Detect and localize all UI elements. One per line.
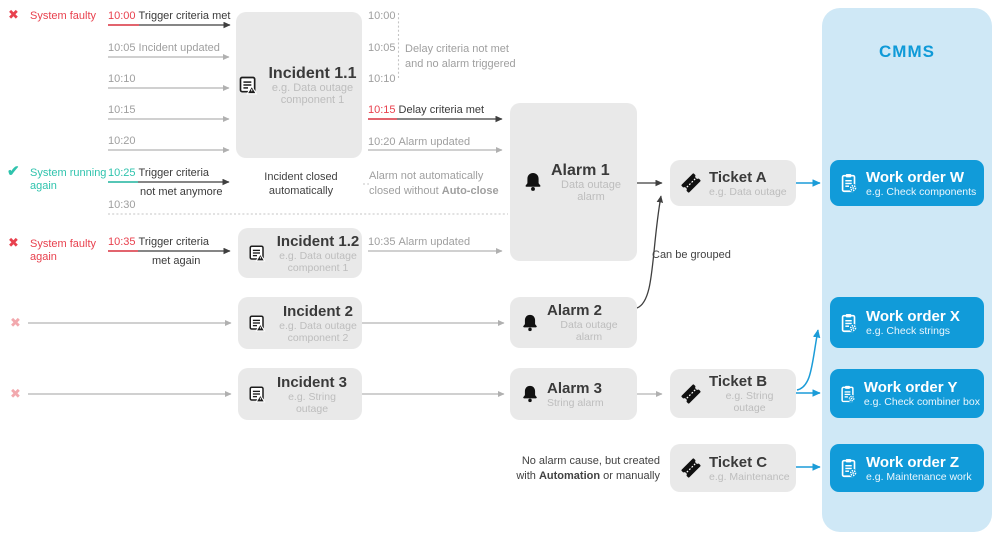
no-autoclose-note: Alarm not automatically closed without A…	[369, 169, 512, 199]
can-be-grouped-note: Can be grouped	[652, 249, 731, 261]
x-icon: ✖	[8, 235, 19, 250]
incident-icon	[249, 315, 266, 332]
node-subtitle: Data outage alarm	[560, 319, 618, 343]
cmms-title: CMMS	[879, 42, 935, 61]
incident-2-node: Incident 2 e.g. Data outage component 2	[238, 297, 362, 349]
node-subtitle: e.g. Data outage component 1	[271, 81, 354, 106]
node-title: Incident 1.1	[268, 64, 357, 82]
auto-close-bold: Auto-close	[441, 185, 499, 197]
work-order-z-node: Work order Z e.g. Maintenance work	[830, 444, 984, 492]
status-system-faulty-again: System faulty again	[30, 238, 97, 263]
clipboard-gear-icon	[841, 385, 856, 402]
timeline-entry: 10:15	[108, 104, 136, 116]
incident-icon	[239, 76, 257, 95]
delay-note: Delay criteria not met and no alarm trig…	[405, 43, 516, 70]
status-system-faulty: System faulty	[30, 10, 97, 22]
x-icon-faded: ✖	[10, 315, 21, 330]
node-title: Incident 3	[276, 373, 347, 391]
ticket-icon	[681, 383, 701, 404]
node-title: Ticket A	[709, 168, 767, 186]
node-subtitle: e.g. String outage	[725, 390, 774, 414]
work-order-x-node: Work order X e.g. Check strings	[830, 297, 984, 348]
node-title: Ticket C	[709, 453, 768, 471]
node-subtitle: e.g. Data outage component 1	[279, 249, 357, 274]
node-subtitle: e.g. Maintenance	[709, 470, 790, 483]
node-subtitle: Data outage alarm	[561, 178, 621, 203]
work-order-subtitle: e.g. Check components	[866, 185, 977, 198]
alarm-3-node: Alarm 3 String alarm	[510, 368, 637, 420]
work-order-subtitle: e.g. Maintenance work	[866, 470, 972, 483]
bell-icon	[525, 173, 541, 191]
check-icon: ✔	[7, 163, 20, 180]
x-icon-faded: ✖	[10, 386, 21, 401]
work-order-title: Work order Y	[863, 379, 958, 396]
work-order-title: Work order X	[866, 308, 960, 325]
node-title: Alarm 1	[551, 161, 610, 179]
x-icon: ✖	[8, 7, 19, 22]
node-subtitle: String alarm	[547, 396, 604, 409]
ticket-a-node: Ticket A e.g. Data outage	[670, 160, 796, 206]
node-subtitle: e.g. String outage	[288, 390, 336, 415]
timeline-entry: 10:05	[368, 42, 396, 54]
work-order-y-node: Work order Y e.g. Check combiner box	[830, 369, 984, 418]
status-system-running: System running again	[30, 167, 107, 192]
clipboard-gear-icon	[841, 459, 858, 478]
work-order-title: Work order W	[866, 168, 965, 186]
ticket-icon	[681, 173, 701, 193]
work-order-w-node: Work order W e.g. Check components	[830, 160, 984, 206]
work-order-title: Work order Z	[866, 453, 960, 471]
incident-icon	[249, 386, 266, 403]
incident-3-node: Incident 3 e.g. String outage	[238, 368, 362, 420]
node-title: Incident 2	[282, 302, 353, 320]
work-order-subtitle: e.g. Check combiner box	[863, 396, 980, 408]
work-order-subtitle: e.g. Check strings	[866, 325, 951, 337]
ticket-b-node: Ticket B e.g. String outage	[670, 369, 796, 418]
incident-1-2-node: Incident 1.2 e.g. Data outage component …	[238, 228, 362, 278]
timeline-entry-line2: not met anymore	[140, 186, 223, 198]
clipboard-gear-icon	[841, 174, 858, 193]
timeline-entry: 10:10	[108, 73, 136, 85]
node-title: Alarm 2	[547, 302, 603, 319]
clipboard-gear-icon	[841, 313, 858, 332]
ticket-icon	[681, 458, 701, 478]
automation-bold: Automation	[538, 470, 601, 482]
timeline-entry: 10:10	[368, 73, 396, 85]
no-alarm-cause-note: No alarm cause, but created with Automat…	[516, 455, 660, 482]
bell-icon	[523, 385, 537, 403]
timeline-entry-line2: met again	[152, 255, 201, 267]
incident-1-1-node: Incident 1.1 e.g. Data outage component …	[236, 12, 362, 158]
timeline-entry: 10:00	[368, 10, 396, 22]
alarm-1-node: Alarm 1 Data outage alarm	[510, 103, 637, 261]
timeline-entry: 10:20	[108, 135, 136, 147]
incident-icon	[249, 245, 266, 262]
node-subtitle: e.g. Data outage	[709, 185, 787, 198]
timeline-entry: 10:30	[108, 199, 136, 211]
node-subtitle: e.g. Data outage component 2	[279, 319, 357, 344]
ticket-c-node: Ticket C e.g. Maintenance	[670, 444, 796, 492]
incident-closed-note: Incident closed automatically	[264, 171, 338, 197]
alarm-2-node: Alarm 2 Data outage alarm	[510, 297, 637, 348]
bell-icon	[523, 314, 537, 331]
node-title: Alarm 3	[547, 379, 603, 397]
node-title: Incident 1.2	[276, 232, 360, 250]
node-title: Ticket B	[709, 373, 768, 390]
